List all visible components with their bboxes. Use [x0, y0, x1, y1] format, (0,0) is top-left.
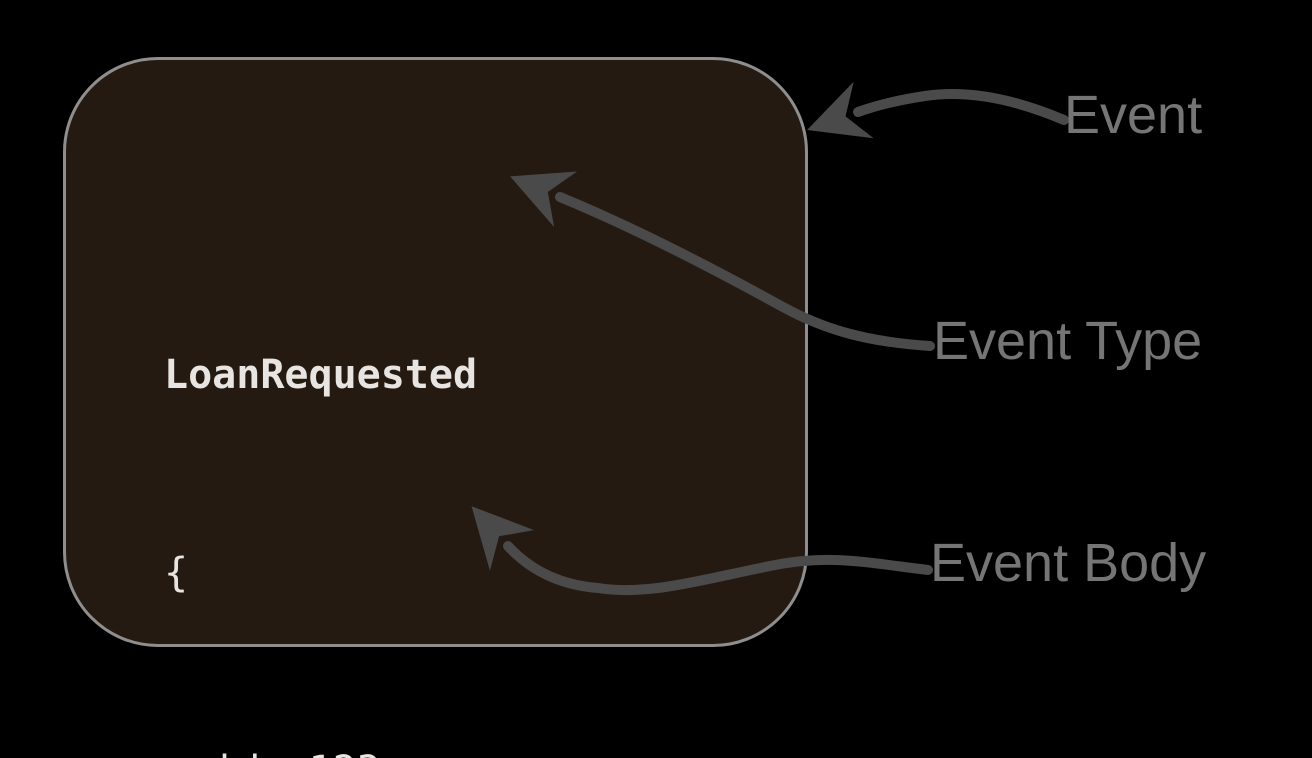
event-code-block: LoanRequested { id: 123, amount: 100, bo… — [164, 210, 718, 758]
code-line-event-type: LoanRequested — [164, 352, 478, 398]
event-arrow-icon — [807, 81, 1069, 139]
event-label: Event — [1064, 85, 1203, 145]
code-line-id: id: 123, — [164, 738, 718, 758]
event-type-label: Event Type — [933, 311, 1203, 371]
event-body-label: Event Body — [930, 533, 1207, 593]
code-line-open-brace: { — [164, 550, 189, 596]
event-card: LoanRequested { id: 123, amount: 100, bo… — [63, 57, 808, 758]
